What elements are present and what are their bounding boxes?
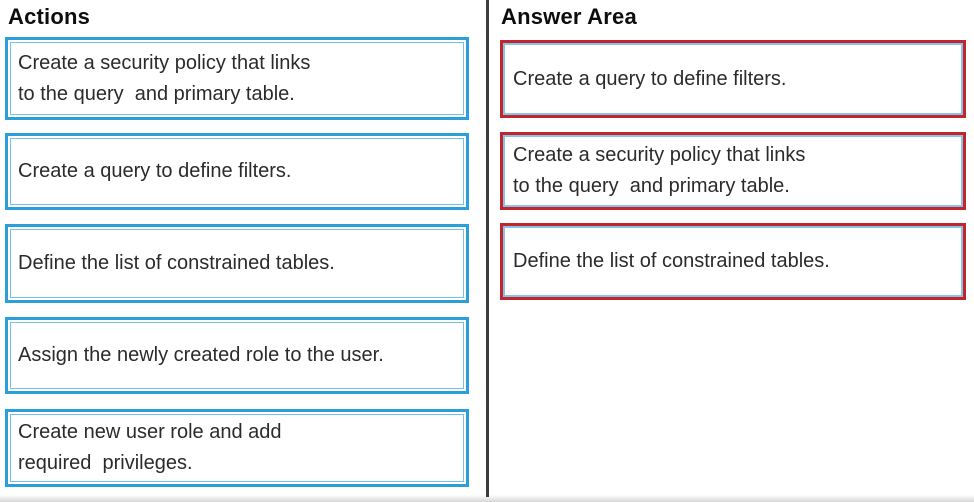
action-item-assign-role[interactable]: Assign the newly created role to the use… bbox=[5, 317, 469, 394]
action-item-create-security-policy[interactable]: Create a security policy that links to t… bbox=[5, 37, 469, 120]
action-item-label: Define the list of constrained tables. bbox=[18, 252, 335, 274]
answer-item-label: Create a query to define filters. bbox=[513, 67, 787, 90]
action-item-create-user-role[interactable]: Create new user role and add required pr… bbox=[5, 409, 469, 487]
answer-item-label: Define the list of constrained tables. bbox=[513, 250, 830, 272]
action-item-label: Create a security policy that links to t… bbox=[18, 51, 311, 105]
action-item-label: Create new user role and add required pr… bbox=[18, 421, 282, 474]
answer-area-column-title: Answer Area bbox=[501, 4, 637, 29]
answer-slot-1-create-query[interactable]: Create a query to define filters. bbox=[500, 40, 966, 118]
action-item-define-constrained-tables[interactable]: Define the list of constrained tables. bbox=[5, 224, 469, 303]
answer-slot-2-create-security-policy[interactable]: Create a security policy that links to t… bbox=[500, 132, 966, 210]
column-divider bbox=[486, 0, 489, 497]
answer-item-label: Create a security policy that links to t… bbox=[513, 144, 806, 197]
answer-slot-3-define-constrained-tables[interactable]: Define the list of constrained tables. bbox=[500, 223, 966, 300]
action-item-label: Create a query to define filters. bbox=[18, 160, 292, 182]
action-item-create-query[interactable]: Create a query to define filters. bbox=[5, 133, 469, 210]
action-item-label: Assign the newly created role to the use… bbox=[18, 344, 384, 366]
actions-column-title: Actions bbox=[8, 4, 91, 29]
